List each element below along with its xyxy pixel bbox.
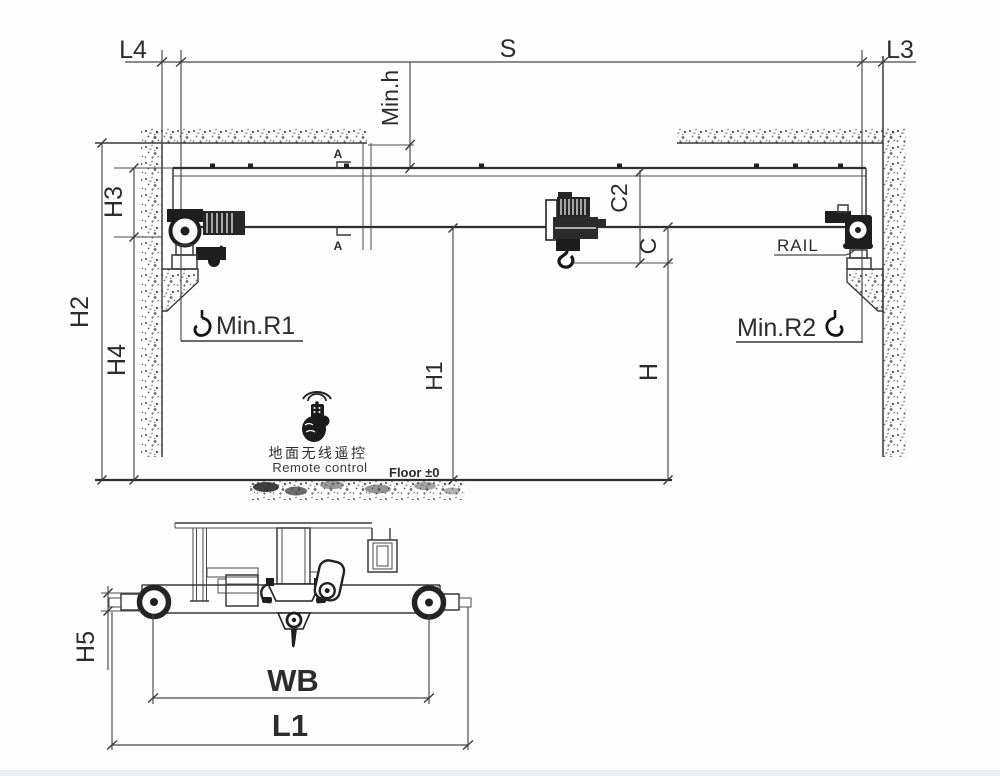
dim-label-h1: H1 [421,361,447,390]
dim-label-h: H [635,363,663,381]
dimension-l1 [106,607,474,751]
dimension-h2 [97,138,107,485]
dimension-wb [147,614,435,704]
dim-label-min-h: Min.h [377,70,403,126]
remote-label-cn: 地面无线遥控 [269,445,368,461]
hook-icon [291,629,297,648]
min-r2-callout [736,310,863,343]
dim-label-s: S [500,35,517,63]
hoist-motor-end [313,559,346,602]
section-marker-a-top: A [334,147,343,161]
hook-icon [193,310,212,337]
dim-label-wb: WB [267,663,319,698]
remote-label-en: Remote control [272,460,367,475]
hook-icon [825,310,844,337]
ceiling-right [677,127,906,144]
dim-label-min-r2: Min.R2 [737,314,816,342]
floor [95,478,672,500]
dimension-h5 [101,586,141,670]
dim-label-h5: H5 [72,631,100,663]
floor-label: Floor ±0 [389,465,439,480]
hoist-trolley [545,192,606,269]
wall-right [882,56,906,457]
dim-label-h4: H4 [103,344,131,376]
section-view [108,522,472,648]
wireless-waves-icon [302,390,332,400]
dim-label-h3: H3 [100,186,128,218]
wall-left [141,127,163,457]
rail-label: RAIL [777,236,819,255]
dim-label-l4: L4 [119,36,147,64]
dimension-h3-h4 [114,163,162,485]
dim-label-c: C [635,238,661,255]
dim-label-c2: C2 [606,183,632,212]
dimension-h1 [448,223,458,485]
remote-control-icon [302,390,332,442]
dimension-c2-c-h [573,167,673,485]
footer-strip [0,770,1000,776]
dim-label-l3: L3 [886,36,914,64]
girder [172,163,867,229]
dim-label-l1: L1 [272,708,308,743]
end-truck-left [167,209,245,270]
section-cut-a [336,143,372,250]
rail-callout [774,247,857,256]
section-marker-a-bottom: A [334,239,343,253]
corbel-left [161,268,199,312]
end-truck-right [825,204,873,270]
hook-icon [557,250,575,269]
min-r1-callout [181,310,303,342]
dimension-span-s [125,50,916,342]
ceiling-left [95,127,367,144]
dim-label-h2: H2 [66,296,94,328]
dim-label-min-r1: Min.R1 [216,312,295,340]
corbel-right [846,268,884,312]
